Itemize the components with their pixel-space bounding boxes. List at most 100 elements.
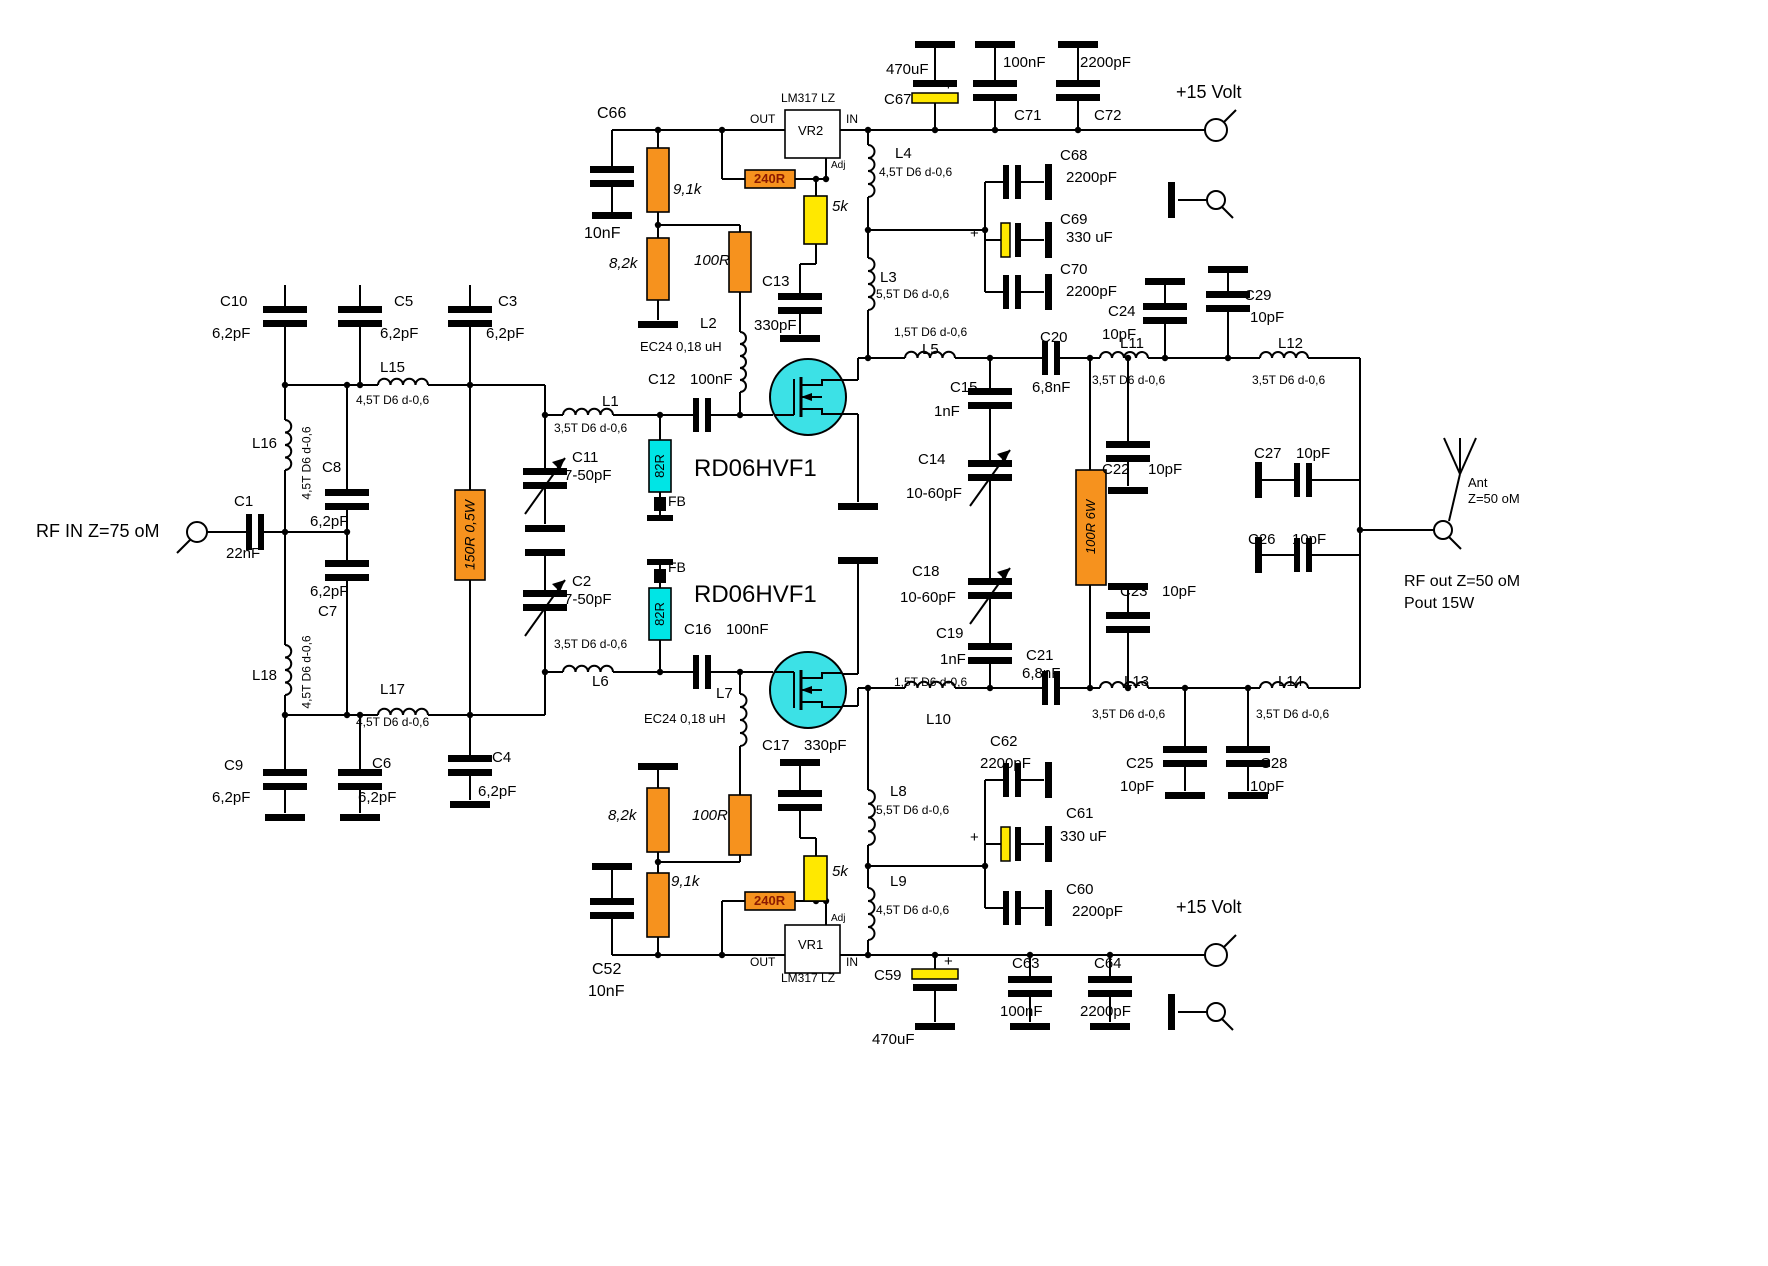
- label-c26: C26: [1248, 531, 1276, 548]
- transistors: [769, 358, 847, 729]
- label--: +: [944, 77, 953, 94]
- label-330-uf: 330 uF: [1066, 229, 1113, 246]
- label-6-2pf: 6,2pF: [478, 783, 517, 800]
- capacitor-C19: [968, 643, 1012, 664]
- capacitor-C7: [325, 560, 369, 581]
- ground-bar: [1168, 994, 1175, 1030]
- label-l10: L10: [926, 711, 952, 728]
- label-c61: C61: [1066, 805, 1094, 822]
- junction-dot: [1356, 526, 1364, 534]
- box-R-100R-6W: [1075, 469, 1107, 586]
- ferrite-bead: [654, 569, 666, 583]
- inductor-L14: [1259, 681, 1309, 689]
- ground-bar: [1255, 537, 1262, 573]
- label-2200pf: 2200pF: [980, 755, 1031, 772]
- label-c67: C67: [884, 91, 912, 108]
- ferrite-bead: [654, 497, 666, 511]
- label-c3: C3: [498, 293, 518, 310]
- ground-bar: [1045, 826, 1052, 862]
- junction-dot: [1224, 354, 1232, 362]
- terminal-bar: [647, 559, 673, 565]
- label-c27: C27: [1254, 445, 1282, 462]
- label-c8: C8: [322, 459, 342, 476]
- inductor-L10: [904, 680, 956, 689]
- label-3-5t-d6-d-0-6: 3,5T D6 d-0,6: [1256, 707, 1330, 721]
- label-l2: L2: [700, 315, 717, 332]
- label-c23: C23: [1120, 583, 1148, 600]
- label-3-5t-d6-d-0-6: 3,5T D6 d-0,6: [1092, 373, 1166, 387]
- label-l16: L16: [252, 435, 278, 452]
- label-c14: C14: [918, 451, 946, 468]
- capacitor-C15: [968, 388, 1012, 409]
- label-22nf: 22nF: [226, 545, 261, 562]
- junction-dot: [986, 354, 994, 362]
- inductor-L7: [739, 693, 748, 747]
- inductor-L5: [904, 350, 956, 359]
- inductor-L15: [377, 377, 429, 386]
- capacitor-C24: [1143, 303, 1187, 324]
- inductor-L12: [1259, 351, 1309, 359]
- junction-dot: [1124, 354, 1132, 362]
- junction-dot: [981, 862, 989, 870]
- label-l5: L5: [922, 341, 939, 358]
- box-VR2: [784, 109, 841, 159]
- label-c66: C66: [597, 105, 627, 122]
- label-3-5t-d6-d-0-6: 3,5T D6 d-0,6: [554, 637, 628, 651]
- label-240r: 240R: [754, 893, 786, 908]
- label-rd06hvf1: RD06HVF1: [694, 581, 817, 608]
- label-1nf: 1nF: [934, 403, 960, 420]
- label-l17: L17: [380, 681, 406, 698]
- label-3-5t-d6-d-0-6: 3,5T D6 d-0,6: [1252, 373, 1326, 387]
- box-R-9k1-top: [646, 147, 670, 213]
- label-fb: FB: [668, 493, 686, 509]
- label-c12: C12: [648, 371, 676, 388]
- aux-top-connector: [1206, 190, 1234, 219]
- label-3-5t-d6-d-0-6: 3,5T D6 d-0,6: [1092, 707, 1166, 721]
- label-l12: L12: [1278, 335, 1304, 352]
- capacitor-C22: [1106, 441, 1150, 462]
- label-9-1k: 9,1k: [671, 873, 700, 890]
- label-6-8nf: 6,8nF: [1022, 665, 1061, 682]
- label-l9: L9: [890, 873, 907, 890]
- terminal-bar: [647, 515, 673, 521]
- junction-dot: [736, 668, 744, 676]
- junction-dot: [541, 668, 549, 676]
- label-c10: C10: [220, 293, 248, 310]
- label-c18: C18: [912, 563, 940, 580]
- junction-dot: [981, 226, 989, 234]
- ground-bars: [265, 41, 1268, 1030]
- inductor-L1: [562, 407, 614, 416]
- inductor-L11: [1099, 351, 1149, 359]
- box-R-8k2-bot: [646, 787, 670, 853]
- inductor-L9: [867, 887, 876, 941]
- label-l1: L1: [602, 393, 619, 410]
- label-4-5t-d6-d-0-6: 4,5T D6 d-0,6: [356, 715, 430, 729]
- inductor-L18: [284, 644, 293, 696]
- capacitor-C23: [1106, 612, 1150, 633]
- aux-bottom-connector: [1206, 1002, 1234, 1031]
- ground-bar: [1045, 762, 1052, 798]
- capacitor-C25: [1163, 746, 1207, 767]
- capacitor-C4: [448, 755, 492, 776]
- label-c17: C17: [762, 737, 790, 754]
- label-fb: FB: [668, 559, 686, 575]
- label-c69: C69: [1060, 211, 1088, 228]
- label-2200pf: 2200pF: [1066, 169, 1117, 186]
- label-330-uf: 330 uF: [1060, 828, 1107, 845]
- arrow-head: [552, 458, 565, 470]
- label-lm317-lz: LM317 LZ: [781, 971, 836, 985]
- label-6-2pf: 6,2pF: [310, 583, 349, 600]
- wire: [1448, 473, 1461, 522]
- label-l4: L4: [895, 145, 912, 162]
- label-c25: C25: [1126, 755, 1154, 772]
- electrolytic-C59: [911, 968, 959, 991]
- junction-dot: [541, 411, 549, 419]
- capacitor-C3: [448, 306, 492, 327]
- junction-dot: [466, 381, 474, 389]
- label-2200pf: 2200pF: [1066, 283, 1117, 300]
- box-R-100R-top: [728, 231, 752, 293]
- label-c29: C29: [1244, 287, 1272, 304]
- label-l3: L3: [880, 269, 897, 286]
- ground-bar: [1228, 792, 1268, 799]
